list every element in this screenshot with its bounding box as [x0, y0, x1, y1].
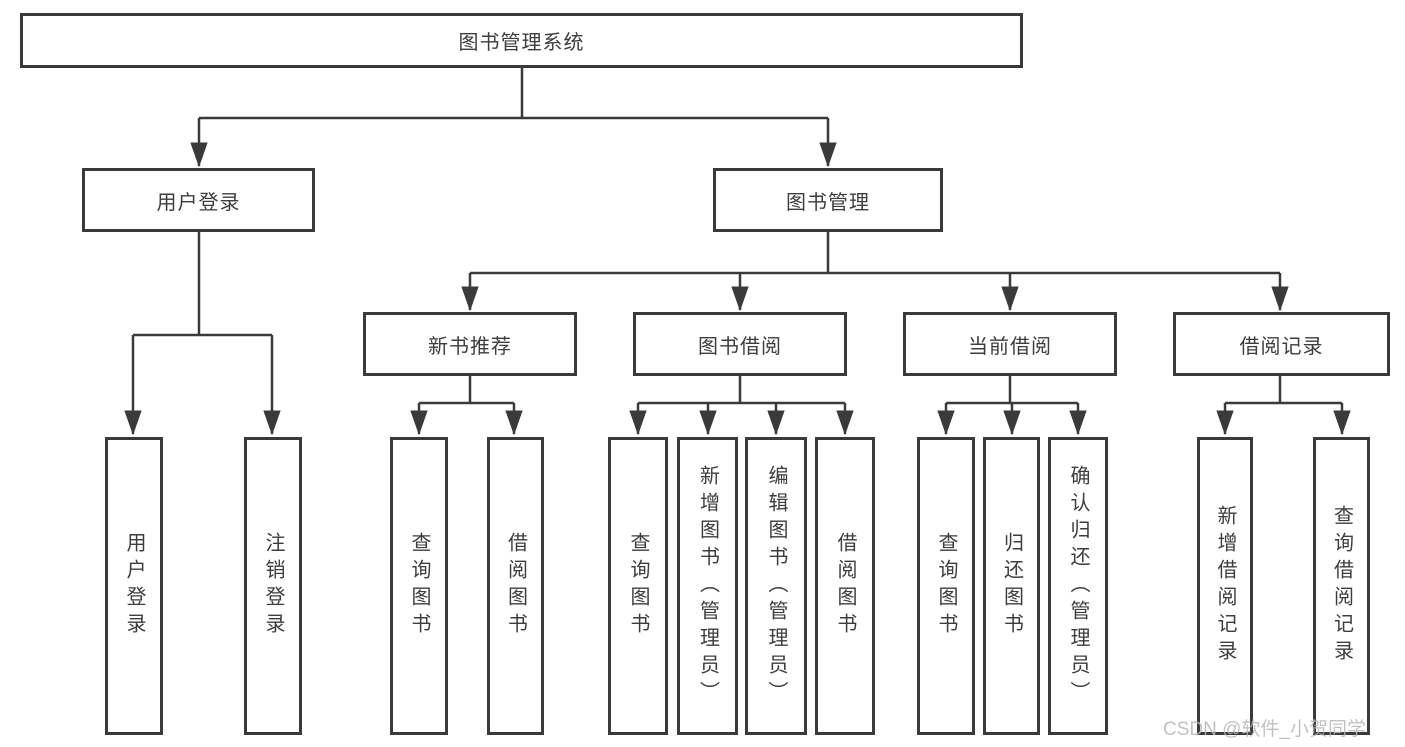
node-current-borrow: 当前借阅	[903, 312, 1117, 376]
node-book-borrow: 图书借阅	[633, 312, 847, 376]
node-label: 查询图书	[935, 532, 957, 640]
leaf-borrow-books-1: 借阅图书	[487, 437, 544, 735]
node-label: 编辑图书（管理员）	[765, 464, 787, 708]
node-book-management: 图书管理	[713, 168, 943, 232]
node-label: 用户登录	[123, 532, 145, 640]
node-label: 归还图书	[1000, 532, 1023, 640]
leaf-query-borrow-record: 查询借阅记录	[1313, 437, 1370, 735]
node-borrow-records: 借阅记录	[1173, 312, 1390, 376]
leaf-add-book-admin: 新增图书（管理员）	[677, 437, 738, 735]
node-label: 图书管理系统	[458, 32, 585, 54]
node-label: 借阅记录	[1239, 335, 1324, 358]
node-library-management-system: 图书管理系统	[20, 13, 1023, 68]
node-label: 图书借阅	[698, 335, 782, 358]
node-label: 用户登录	[156, 191, 241, 214]
leaf-query-books-2: 查询图书	[608, 437, 668, 735]
leaf-confirm-return-admin: 确认归还（管理员）	[1048, 437, 1108, 735]
node-label: 查询借阅记录	[1330, 505, 1353, 667]
node-label: 当前借阅	[968, 335, 1052, 358]
leaf-user-login: 用户登录	[105, 437, 163, 735]
csdn-watermark: CSDN @软件_小贺同学	[1163, 719, 1366, 740]
leaf-return-book: 归还图书	[983, 437, 1040, 735]
node-label: 新增借阅记录	[1214, 505, 1236, 667]
leaf-borrow-books-2: 借阅图书	[815, 437, 875, 735]
node-label: 新增图书（管理员）	[696, 464, 719, 708]
node-label: 图书管理	[786, 191, 870, 214]
node-label: 查询图书	[408, 532, 430, 640]
node-new-book-recommend: 新书推荐	[363, 312, 577, 376]
leaf-query-books-3: 查询图书	[917, 437, 975, 735]
node-user-login: 用户登录	[82, 168, 315, 232]
node-label: 借阅图书	[504, 532, 527, 640]
node-label: 新书推荐	[428, 335, 512, 358]
node-label: 查询图书	[627, 532, 649, 640]
connector-rails	[133, 68, 1342, 405]
node-label: 借阅图书	[834, 532, 856, 640]
leaf-logout: 注销登录	[244, 437, 302, 735]
leaf-query-books-1: 查询图书	[390, 437, 448, 735]
node-label: 注销登录	[262, 532, 284, 640]
leaf-add-borrow-record: 新增借阅记录	[1197, 437, 1253, 735]
node-label: 确认归还（管理员）	[1067, 464, 1089, 708]
leaf-edit-book-admin: 编辑图书（管理员）	[745, 437, 807, 735]
